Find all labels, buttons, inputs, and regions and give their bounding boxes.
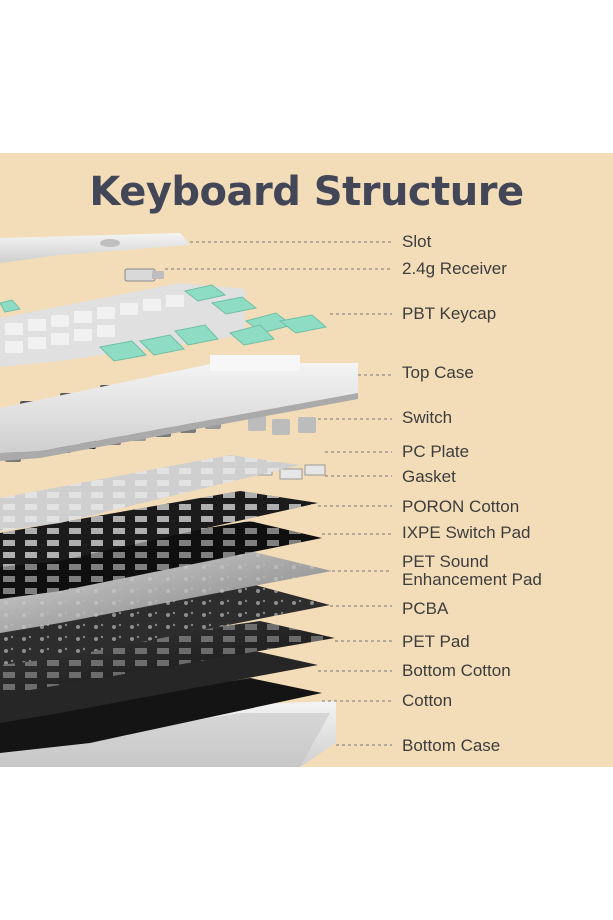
diagram-panel: Keyboard Structure xyxy=(0,153,613,767)
label-pet-sound-pad-line2: Enhancement Pad xyxy=(402,570,542,589)
label-top-case: Top Case xyxy=(402,363,474,382)
label-pet-pad: PET Pad xyxy=(402,632,470,651)
slot-bar xyxy=(0,233,190,263)
label-bottom-cotton: Bottom Cotton xyxy=(402,661,511,680)
layer-top-case xyxy=(0,355,358,461)
label-poron-cotton: PORON Cotton xyxy=(402,497,520,516)
label-pcba: PCBA xyxy=(402,599,449,618)
diagram-title: Keyboard Structure xyxy=(89,169,524,215)
label-pet-sound-pad-line1: PET Sound xyxy=(402,552,489,571)
label-slot: Slot xyxy=(402,232,432,251)
layer-keycaps xyxy=(0,283,328,367)
receiver xyxy=(124,268,164,282)
label-gasket: Gasket xyxy=(402,467,456,486)
label-cotton: Cotton xyxy=(402,691,453,710)
label-pc-plate: PC Plate xyxy=(402,442,470,461)
label-pbt-keycap: PBT Keycap xyxy=(402,304,497,323)
label-switch: Switch xyxy=(402,408,453,427)
label-bottom-case: Bottom Case xyxy=(402,736,501,755)
layer-bottom-cotton xyxy=(0,651,318,723)
leader-lines xyxy=(165,241,392,746)
layer-bottom-case xyxy=(0,701,336,767)
label-ixpe-switch-pad: IXPE Switch Pad xyxy=(402,523,531,542)
label-receiver: 2.4g Receiver xyxy=(402,259,507,278)
layer-cotton xyxy=(0,678,322,753)
exploded-keyboard-illustration xyxy=(0,233,392,767)
